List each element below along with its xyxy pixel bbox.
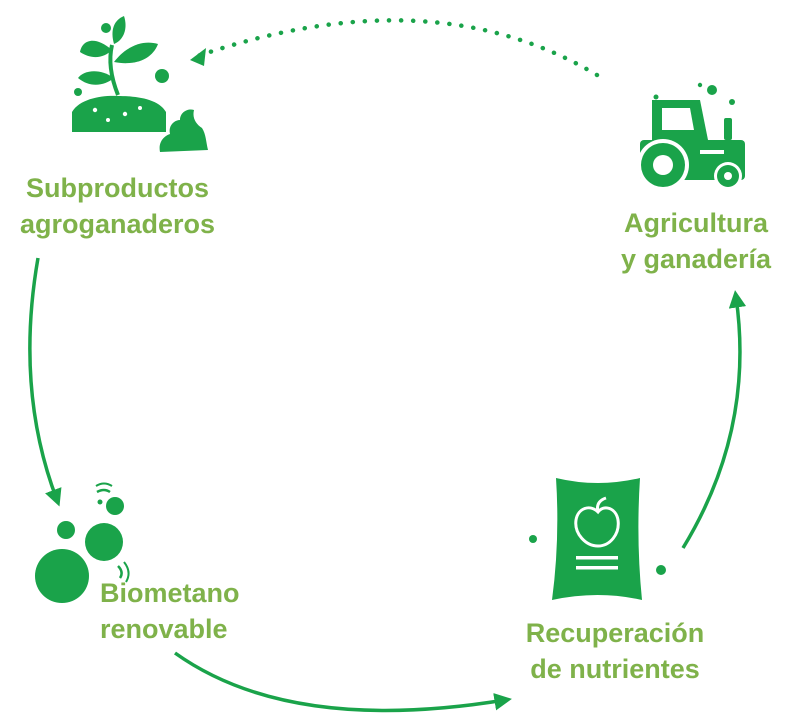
plant-soil-manure-icon: [72, 16, 208, 152]
label-biometano-line1: Biometano: [100, 578, 240, 608]
label-recuperacion-line1: Recuperación: [525, 618, 705, 648]
label-agricultura-line1: Agricultura: [623, 208, 769, 238]
tractor-icon: [637, 82, 745, 191]
label-recuperacion-line2: de nutrientes: [530, 654, 700, 684]
label-agricultura: Agricultura y ganadería: [592, 205, 800, 277]
dotted-arrow-top: [189, 18, 600, 78]
arrow-bottom: [173, 651, 512, 713]
label-biometano: Biometano renovable: [100, 575, 300, 647]
fertilizer-bag-icon: [529, 478, 666, 600]
label-biometano-line2: renovable: [100, 614, 228, 644]
gas-bubbles-icon: [35, 482, 130, 603]
arrow-left: [28, 257, 62, 507]
dotted-arrowhead-icon: [190, 48, 206, 66]
label-subproductos: Subproductos agroganaderos: [0, 170, 235, 242]
label-subproductos-line1: Subproductos: [26, 173, 209, 203]
label-agricultura-line2: y ganadería: [620, 244, 772, 274]
label-recuperacion: Recuperación de nutrientes: [490, 615, 740, 687]
arrow-right: [681, 290, 747, 549]
label-subproductos-line2: agroganaderos: [19, 209, 216, 239]
